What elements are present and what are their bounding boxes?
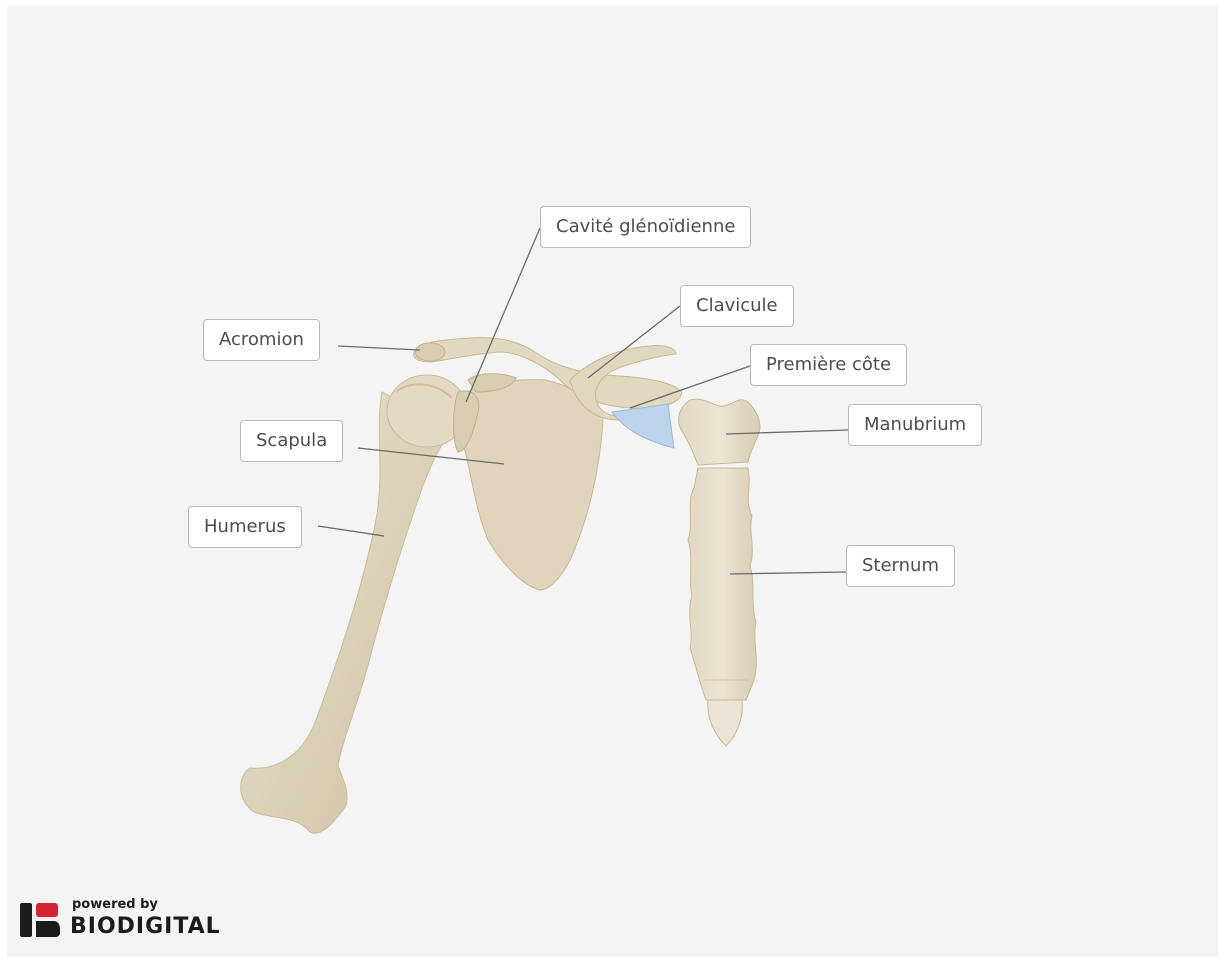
brand-name: BIODIGITAL — [70, 914, 221, 939]
leader-line-acromion — [338, 346, 420, 350]
acromion-process — [415, 343, 445, 361]
label-acromion[interactable]: Acromion — [203, 319, 320, 361]
label-clavicle[interactable]: Clavicule — [680, 285, 794, 327]
biodigital-logo[interactable]: powered by BIODIGITAL — [20, 895, 220, 945]
biodigital-logo-icon — [20, 897, 60, 937]
manubrium-bone — [679, 399, 760, 465]
label-first-rib[interactable]: Première côte — [750, 344, 907, 386]
leader-line-clavicle — [588, 306, 680, 378]
powered-by-text: powered by — [72, 897, 158, 912]
label-manubrium[interactable]: Manubrium — [848, 404, 982, 446]
label-glenoid-cavity[interactable]: Cavité glénoïdienne — [540, 206, 751, 248]
scapula-bone — [459, 380, 603, 590]
costal-cartilage — [612, 404, 674, 448]
label-scapula[interactable]: Scapula — [240, 420, 343, 462]
label-sternum[interactable]: Sternum — [846, 545, 955, 587]
label-humerus[interactable]: Humerus — [188, 506, 302, 548]
xiphoid-process — [708, 700, 743, 746]
sternum-body — [688, 468, 756, 700]
